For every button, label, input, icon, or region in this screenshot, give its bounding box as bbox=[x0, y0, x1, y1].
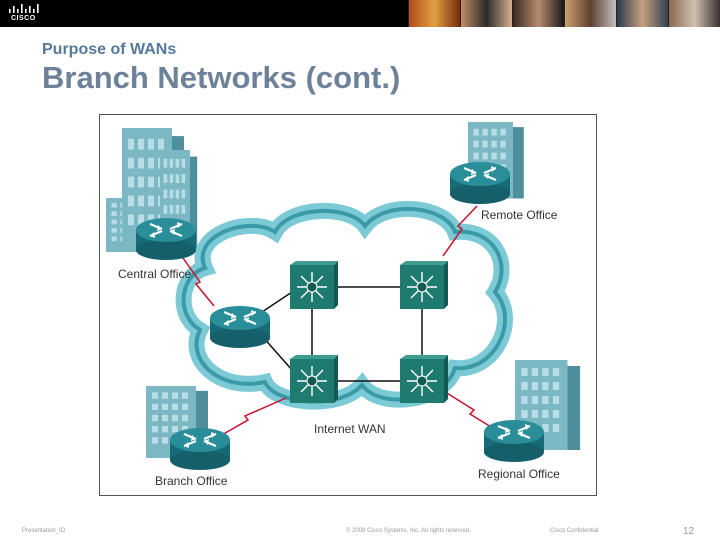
regional-office-router-icon bbox=[482, 418, 546, 464]
multilayer-switch-icon bbox=[399, 354, 449, 404]
backbone-links bbox=[261, 286, 423, 382]
cisco-logo: CISCO bbox=[8, 4, 42, 23]
branch-office-router-icon bbox=[168, 426, 232, 472]
cisco-bars-icon bbox=[9, 4, 39, 13]
multilayer-switch-icon bbox=[399, 260, 449, 310]
page-number: 12 bbox=[683, 526, 695, 537]
central-office-router-icon bbox=[134, 216, 198, 262]
remote-office-router-icon bbox=[448, 160, 512, 206]
branch-office-label: Branch Office bbox=[155, 474, 228, 488]
internet-wan-label: Internet WAN bbox=[314, 422, 386, 436]
footer-copyright: © 2008 Cisco Systems, Inc. All rights re… bbox=[346, 528, 471, 534]
people-photo-strip bbox=[408, 0, 720, 27]
footer-presentation-id: Presentation_ID bbox=[22, 528, 66, 534]
remote-office-label: Remote Office bbox=[481, 208, 558, 222]
logo-text: CISCO bbox=[11, 15, 36, 22]
serial-link-icon bbox=[182, 205, 497, 437]
central-office-label: Central Office bbox=[118, 267, 191, 281]
multilayer-switch-icon bbox=[289, 354, 339, 404]
regional-office-label: Regional Office bbox=[478, 467, 560, 481]
multilayer-switch-icon bbox=[289, 260, 339, 310]
top-banner: CISCO bbox=[0, 0, 720, 27]
internet-cloud-icon bbox=[175, 200, 513, 410]
wan-edge-router-icon bbox=[208, 304, 272, 350]
section-subtitle: Purpose of WANs bbox=[42, 41, 177, 58]
page-title: Branch Networks (cont.) bbox=[42, 60, 401, 95]
footer-confidential: Cisco Confidential bbox=[550, 528, 599, 534]
